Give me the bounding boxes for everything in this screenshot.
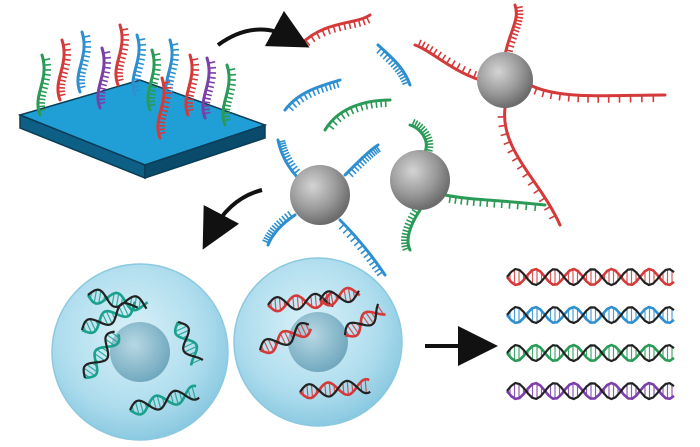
- output-helix-purple: [505, 381, 675, 401]
- chip-strand: [156, 76, 172, 140]
- droplets: [51, 257, 403, 441]
- chip-strand: [201, 56, 217, 120]
- red-bead: [413, 3, 667, 227]
- droplet-helix: [129, 384, 200, 416]
- output-helix-green: [505, 343, 675, 363]
- chip-strand: [184, 53, 200, 117]
- chip-strand: [221, 63, 237, 127]
- chip-strand: [164, 38, 180, 102]
- chip-strand: [146, 48, 162, 112]
- bead-icon: [290, 165, 350, 225]
- bead-strand: [413, 39, 482, 82]
- bead-icon: [390, 150, 450, 210]
- droplet-red: [233, 257, 403, 427]
- output-helix-blue: [505, 305, 675, 325]
- green-bead: [390, 119, 547, 252]
- bead-strand: [503, 3, 524, 57]
- droplet-helix: [82, 330, 121, 380]
- droplet-helix: [80, 301, 139, 335]
- blue-bead: [262, 138, 387, 277]
- free-strand: [283, 78, 342, 112]
- chip-strand: [96, 46, 112, 110]
- droplet-teal: [51, 263, 229, 441]
- free-strand: [298, 13, 372, 47]
- bead-strand: [443, 193, 547, 212]
- arrow-beads-to-droplets-icon: [202, 188, 263, 250]
- bead-icon: [477, 52, 533, 108]
- bead-strand: [276, 138, 303, 182]
- free-strands: [283, 13, 412, 132]
- droplet-helix: [299, 377, 371, 400]
- free-strand: [323, 98, 392, 132]
- bead-strand: [338, 218, 387, 277]
- bead-groups: [262, 3, 667, 277]
- droplet-helix: [258, 321, 313, 355]
- chip-strand: [36, 53, 52, 117]
- bead-strand: [497, 106, 562, 227]
- bead-strand: [408, 119, 434, 154]
- droplet-helix: [343, 303, 386, 338]
- droplet-helix: [173, 320, 204, 366]
- chip-strand: [131, 33, 147, 97]
- inner-bead-icon: [288, 312, 348, 372]
- bead-strand: [401, 208, 422, 252]
- dna-chip: [17, 79, 268, 180]
- free-strand: [376, 43, 412, 87]
- bead-strand: [343, 143, 381, 178]
- arrow-chip-to-strands-icon: [216, 10, 310, 48]
- chip-strand: [56, 38, 72, 102]
- chip-strand: [76, 30, 92, 94]
- chip-strands: [36, 23, 237, 140]
- chip-strand: [114, 23, 130, 87]
- output-helices: [505, 267, 675, 401]
- inner-bead-icon: [110, 322, 170, 382]
- bead-strand: [262, 210, 297, 247]
- bead-strand: [528, 83, 667, 103]
- output-helix-red: [505, 267, 675, 287]
- droplet-helix: [319, 286, 361, 307]
